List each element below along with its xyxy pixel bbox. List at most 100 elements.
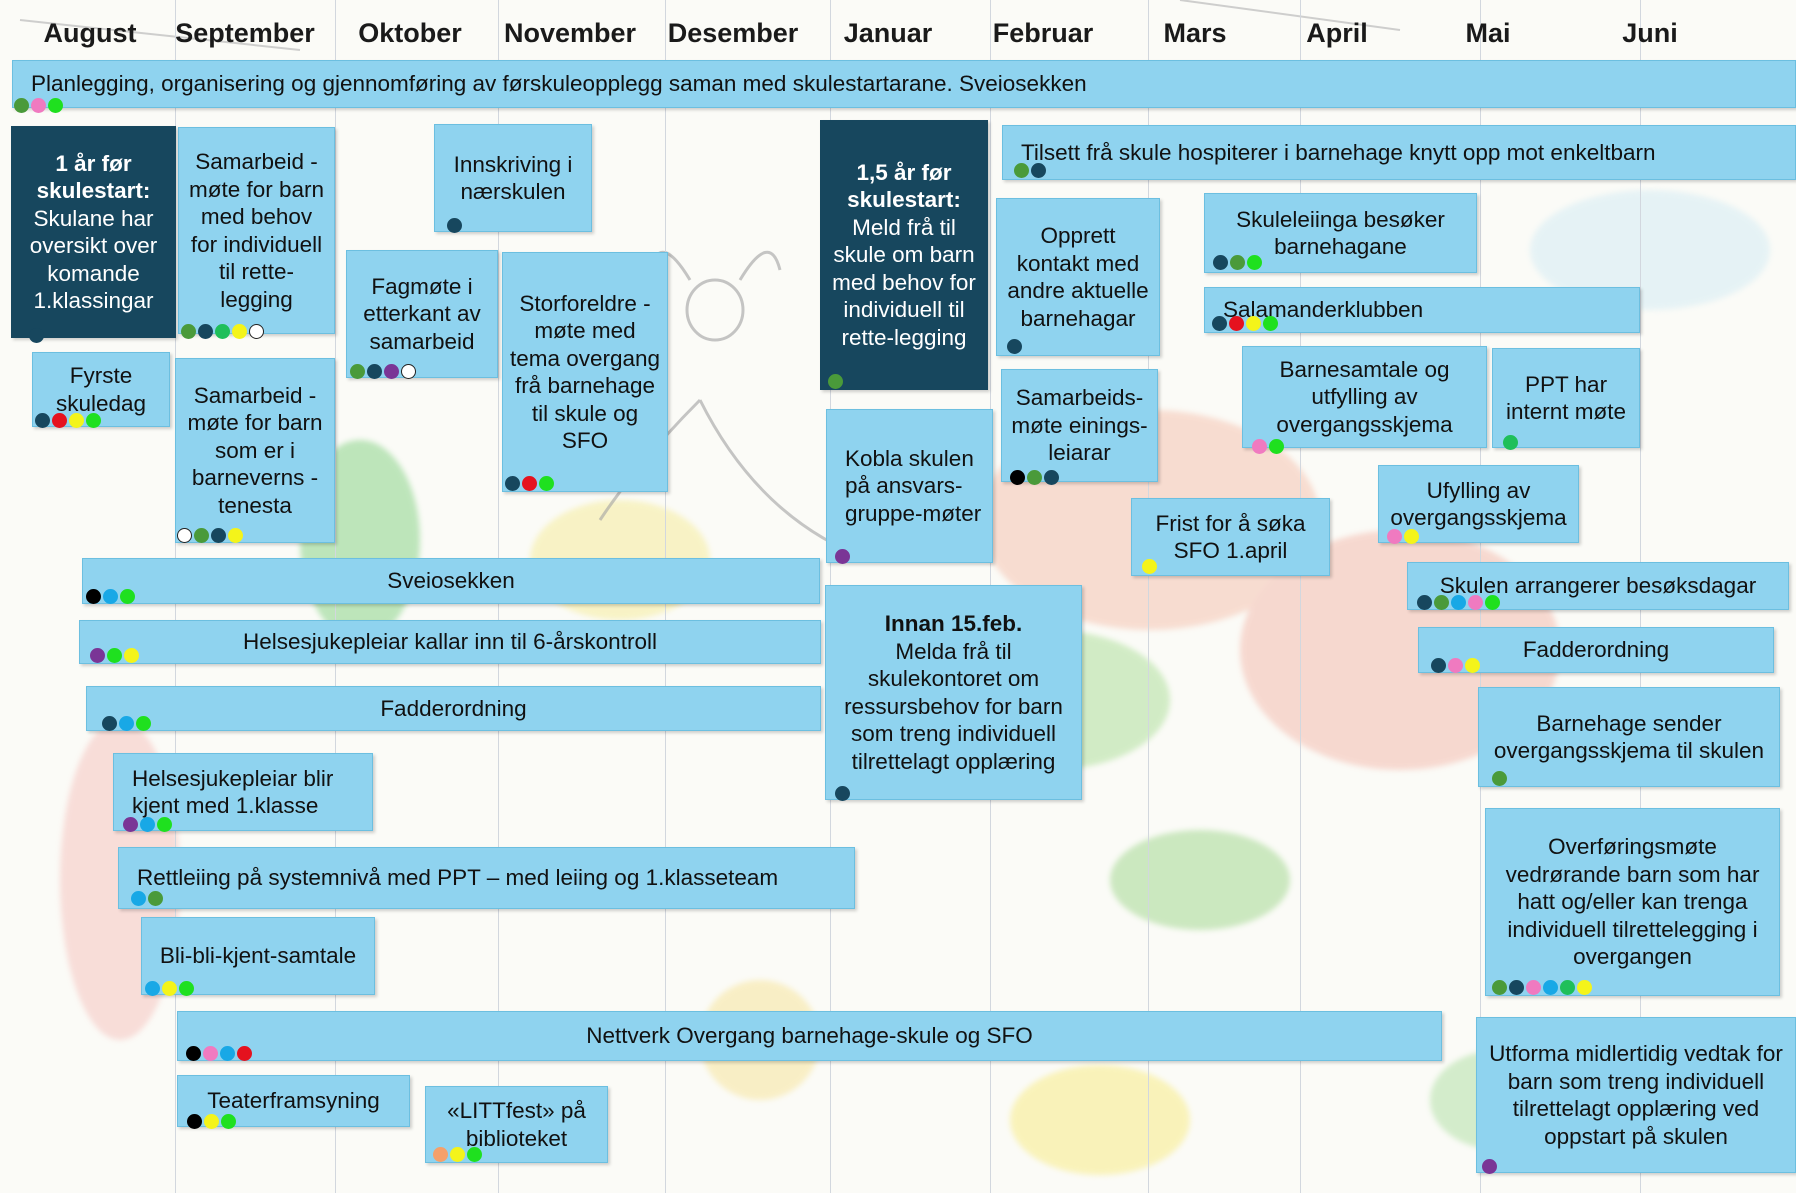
category-dots — [177, 528, 245, 545]
category-dots — [181, 324, 266, 341]
month-label-juni: Juni — [1622, 18, 1678, 48]
timeline-item-helse6: Helsesjukepleiar kallar inn til 6-årskon… — [79, 620, 821, 664]
category-dots — [187, 1114, 238, 1131]
month-label-februar: Februar — [992, 18, 1094, 48]
category-dot-purple — [384, 364, 399, 379]
category-dots — [1213, 255, 1264, 272]
timeline-item-text: Skulen arrangerer besøksdagar — [1439, 573, 1757, 599]
category-dots — [35, 413, 103, 430]
category-dot-dark-green — [1014, 163, 1029, 178]
category-dot-green — [157, 817, 172, 832]
category-dot-green — [86, 413, 101, 428]
timeline-item-text: Tilsett frå skule hospiterer i barnehage… — [1021, 139, 1656, 165]
category-dot-navy — [1509, 980, 1524, 995]
category-dots — [1492, 980, 1594, 997]
category-dot-navy — [198, 324, 213, 339]
timeline-item-text: Samarbeid -møte for barn med behov for i… — [188, 149, 325, 312]
category-dot-cyan — [119, 716, 134, 731]
category-dots — [447, 218, 464, 235]
category-dot-pink — [1468, 595, 1483, 610]
month-label-januar: Januar — [843, 18, 933, 48]
category-dot-pink — [1526, 980, 1541, 995]
category-dot-purple — [90, 648, 105, 663]
category-dot-white — [249, 324, 264, 339]
category-dot-black — [1010, 470, 1025, 485]
category-dot-navy — [835, 786, 850, 801]
category-dot-yellow — [204, 1114, 219, 1129]
category-dots — [1010, 470, 1061, 487]
category-dot-navy — [447, 218, 462, 233]
category-dot-yellow — [1404, 529, 1419, 544]
category-dot-yellow — [162, 981, 177, 996]
category-dot-pink — [1448, 658, 1463, 673]
timeline-item-text: Skuleleiinga besøker barnehagane — [1236, 206, 1445, 260]
category-dot-navy — [29, 328, 44, 343]
category-dot-mid-green — [215, 324, 230, 339]
timeline-item-text: Meld frå til skule om barn med behov for… — [832, 214, 976, 350]
category-dot-green — [467, 1147, 482, 1162]
category-dot-yellow — [232, 324, 247, 339]
month-label-mars: Mars — [1163, 18, 1227, 48]
timeline-item-text: Fagmøte i etterkant av samarbeid — [363, 273, 481, 354]
category-dot-pink — [203, 1046, 218, 1061]
category-dots — [835, 786, 852, 803]
timeline-item-text: «LITTfest» på biblioteket — [447, 1098, 586, 1151]
category-dot-mid-green — [1560, 980, 1575, 995]
category-dot-dark-green — [1230, 255, 1245, 270]
category-dots — [433, 1147, 484, 1164]
timeline-item-text: Skulane har oversikt over komande 1.klas… — [29, 205, 158, 314]
category-dots — [1252, 439, 1286, 456]
category-dots — [350, 364, 418, 381]
timeline-item-barnesamtale: Barnesamtale og utfylling av overgangssk… — [1242, 346, 1487, 448]
timeline-item-text: Planlegging, organisering og gjennomføri… — [31, 71, 1087, 97]
category-dots — [29, 328, 46, 345]
timeline-item-text: Helsesjukepleiar kallar inn til 6-årskon… — [243, 629, 657, 655]
category-dot-dark-green — [1027, 470, 1042, 485]
category-dots — [1503, 435, 1520, 452]
category-dot-yellow — [1577, 980, 1592, 995]
month-label-oktober: Oktober — [358, 18, 462, 48]
timeline-item-heading: 1,5 år før skulestart: — [847, 159, 961, 213]
timeline-item-text: Samarbeids-møte einings-leiarar — [1011, 385, 1148, 466]
category-dot-yellow — [228, 528, 243, 543]
category-dot-navy — [505, 476, 520, 491]
timeline-item-littfest: «LITTfest» på biblioteket — [425, 1086, 608, 1163]
category-dot-black — [186, 1046, 201, 1061]
category-dot-green — [48, 98, 63, 113]
timeline-item-text: Ufylling av overgangsskjema — [1390, 477, 1567, 531]
timeline-item-fadder: Fadderordning — [86, 686, 821, 731]
timeline-item-text: Barnehage sender overgangsskjema til sku… — [1493, 710, 1765, 764]
timeline-item-ppt: PPT har internt møte — [1492, 348, 1640, 448]
category-dot-white — [401, 364, 416, 379]
category-dot-dark-green — [14, 98, 29, 113]
timeline-item-frist: Frist for å søka SFO 1.april — [1131, 498, 1330, 576]
timeline-item-bhg-sender: Barnehage sender overgangsskjema til sku… — [1478, 687, 1780, 787]
timeline-item-samarbeid1: Samarbeid -møte for barn med behov for i… — [178, 127, 335, 334]
category-dot-green — [107, 648, 122, 663]
category-dot-dark-green — [1492, 771, 1507, 786]
category-dot-cyan — [145, 981, 160, 996]
category-dot-cyan — [140, 817, 155, 832]
timeline-item-opprett: Opprett kontakt med andre aktuelle barne… — [996, 198, 1160, 356]
category-dot-cyan — [103, 589, 118, 604]
category-dots — [1387, 529, 1421, 546]
timeline-item-storforeldre: Storforeldre -møte med tema overgang frå… — [502, 252, 668, 492]
category-dot-yellow — [450, 1147, 465, 1162]
month-gridline — [1300, 0, 1301, 1193]
category-dot-yellow — [1142, 559, 1157, 574]
timeline-item-heading: 1 år før skulestart: — [36, 150, 151, 204]
category-dot-navy — [367, 364, 382, 379]
category-dots — [835, 549, 852, 566]
timeline-item-blibli: Bli-bli-kjent-samtale — [141, 917, 375, 995]
timeline-item-samarbeid2: Samarbeid -møte for barn som er i barnev… — [175, 358, 335, 543]
timeline-item-ar15: 1,5 år før skulestart:Meld frå til skule… — [820, 120, 988, 390]
category-dot-yellow — [124, 648, 139, 663]
category-dot-pink — [31, 98, 46, 113]
timeline-item-ar1: 1 år før skulestart:Skulane har oversikt… — [11, 126, 176, 338]
timeline-item-text: Rettleiing på systemnivå med PPT – med l… — [137, 865, 779, 891]
category-dots — [1492, 771, 1509, 788]
timeline-item-text: Teaterframsyning — [207, 1088, 380, 1114]
category-dot-yellow — [1465, 658, 1480, 673]
category-dots — [828, 374, 845, 391]
timeline-item-rettleiing: Rettleiing på systemnivå med PPT – med l… — [118, 847, 855, 909]
